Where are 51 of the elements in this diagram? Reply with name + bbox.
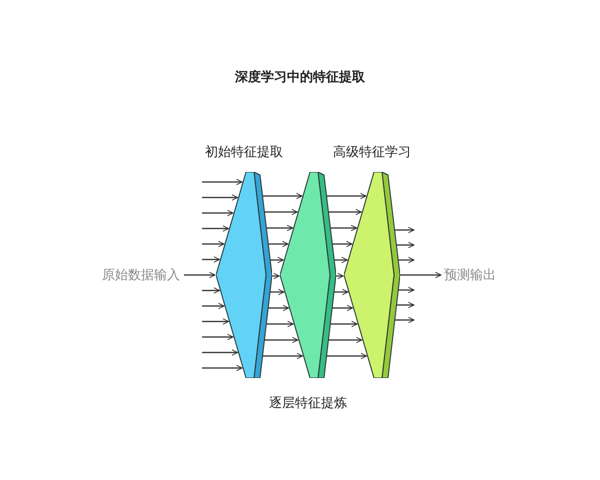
arrow — [202, 364, 242, 372]
arrow — [262, 352, 303, 360]
arrow — [398, 256, 414, 264]
arrow — [332, 240, 352, 248]
arrow — [268, 304, 290, 312]
arrow — [202, 334, 234, 340]
arrow — [202, 225, 229, 232]
arrow — [328, 208, 362, 216]
arrow — [264, 336, 298, 344]
layer-prism — [344, 172, 400, 378]
arrow — [202, 178, 242, 186]
layer-prism — [280, 172, 336, 378]
arrow — [262, 192, 302, 200]
arrow — [330, 224, 358, 232]
arrow — [332, 304, 354, 312]
arrow — [264, 208, 298, 216]
diagram-title: 深度学习中的特征提取 — [234, 68, 366, 86]
layer-prism — [216, 172, 272, 378]
arrow — [398, 286, 414, 294]
arrow — [202, 210, 234, 216]
arrow — [334, 288, 348, 296]
arrow — [394, 226, 414, 234]
arrow — [202, 302, 224, 310]
arrow — [266, 320, 294, 328]
stage-label: 高级特征学习 — [332, 144, 412, 161]
arrow — [272, 272, 280, 280]
arrow — [396, 302, 414, 308]
arrow — [336, 272, 344, 280]
arrow — [202, 194, 238, 201]
arrow — [326, 192, 366, 200]
text-label: 预测输出 — [444, 266, 500, 284]
arrow — [202, 349, 238, 356]
arrow — [202, 318, 229, 325]
arrow — [202, 287, 220, 294]
arrow — [328, 336, 362, 344]
stage-label: 初始特征提取 — [204, 144, 284, 161]
stage-label: 逐层特征提炼 — [268, 395, 348, 412]
arrow — [326, 352, 367, 360]
arrow — [334, 256, 348, 264]
arrow — [270, 288, 284, 296]
arrow — [270, 256, 284, 264]
arrow — [330, 320, 358, 328]
arrow — [202, 240, 224, 248]
text-label: 原始数据输入 — [102, 266, 182, 284]
arrow — [184, 272, 216, 278]
arrow — [400, 272, 442, 278]
arrow — [268, 240, 288, 248]
arrow — [266, 224, 294, 232]
arrow — [396, 242, 414, 248]
arrow — [202, 256, 220, 263]
arrow — [394, 316, 414, 324]
